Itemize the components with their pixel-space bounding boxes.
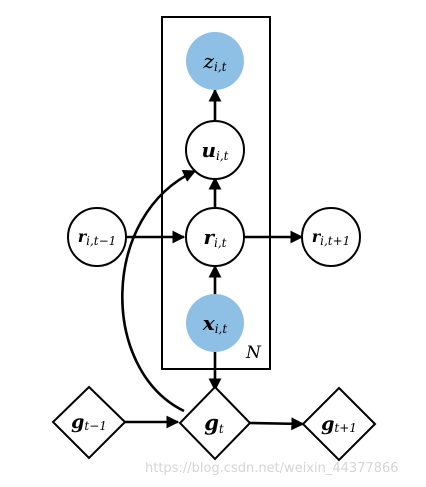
plate-label: N: [245, 343, 262, 363]
svg-text:ui,t: ui,t: [201, 138, 228, 163]
node-r-it: ri,t: [185, 207, 245, 267]
node-g-t: gt: [178, 385, 252, 461]
node-z-it: zi,t: [186, 32, 244, 90]
svg-text:zi,t: zi,t: [202, 49, 226, 74]
svg-text:gt+1: gt+1: [321, 413, 357, 435]
node-u-it: ui,t: [185, 120, 245, 180]
edge-g-to-u-curved: [121, 169, 197, 413]
svg-text:gt−1: gt−1: [71, 411, 107, 433]
svg-text:ri,t+1: ri,t+1: [312, 227, 351, 248]
node-x-it: xi,t: [186, 294, 244, 352]
node-r-next: ri,t+1: [301, 207, 361, 267]
svg-text:ri,t−1: ri,t−1: [78, 227, 117, 248]
svg-text:ri,t: ri,t: [203, 225, 226, 250]
node-r-prev: ri,t−1: [67, 207, 127, 267]
svg-text:gt: gt: [204, 410, 224, 436]
node-g-next: gt+1: [301, 386, 377, 462]
watermark-text: https://blog.csdn.net/weixin_44377866: [145, 461, 399, 476]
svg-text:xi,t: xi,t: [202, 311, 228, 336]
node-g-prev: gt−1: [51, 385, 127, 460]
edge-g-to-gnext: [249, 417, 305, 431]
